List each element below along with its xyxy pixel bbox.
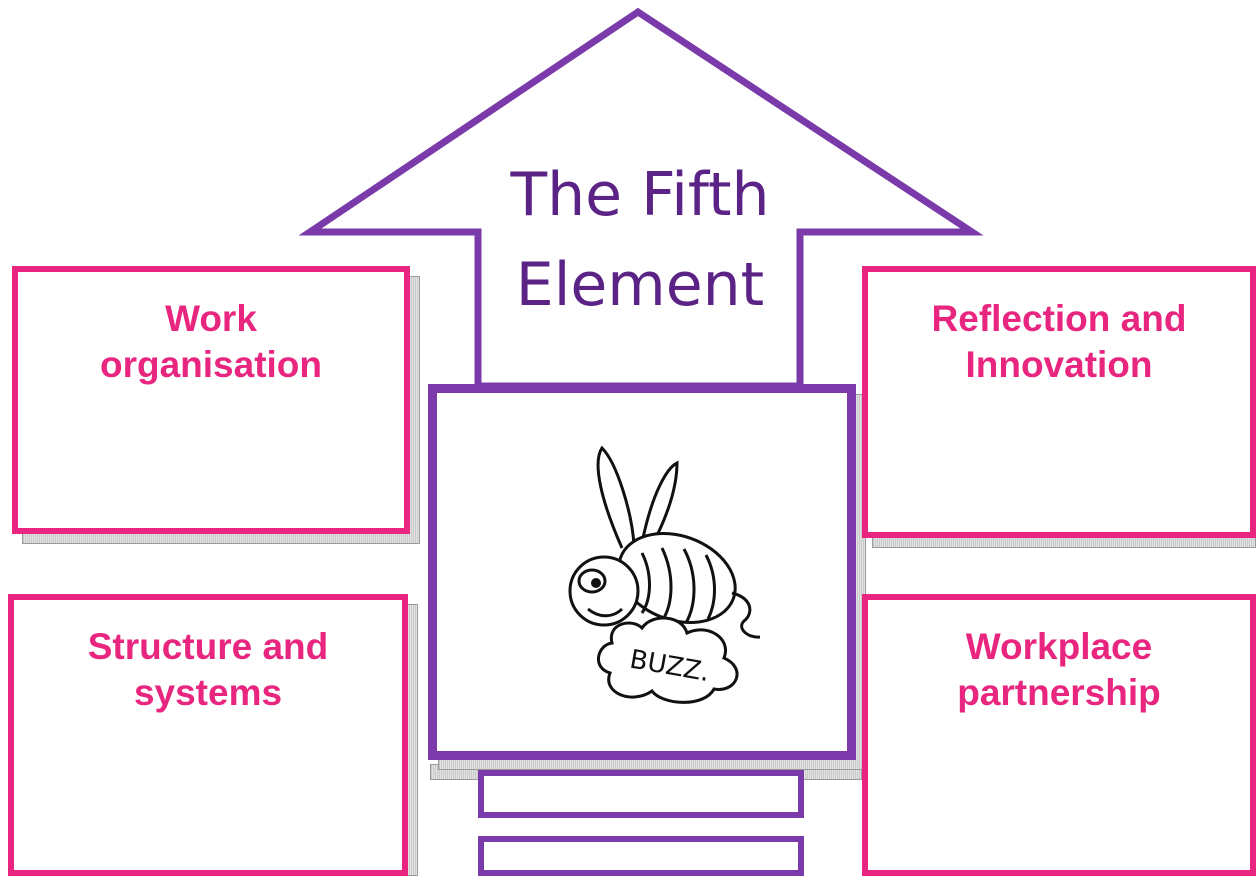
label-line: Reflection and xyxy=(931,298,1187,339)
arrow-title: The Fifth Element xyxy=(480,150,800,330)
label-line: Structure and xyxy=(87,626,329,667)
box-structure-systems: Structure and systems xyxy=(8,594,408,876)
label-line: organisation xyxy=(99,344,323,385)
box-work-organisation-label: Work organisation xyxy=(100,296,322,388)
bee-icon: BUZZ. xyxy=(568,445,761,704)
arrow-title-line2: Element xyxy=(515,250,765,320)
center-box: BUZZ. xyxy=(428,384,856,760)
box-workplace-partnership: Workplace partnership xyxy=(862,594,1256,876)
stem-bar-1 xyxy=(478,770,804,818)
label-line: Innovation xyxy=(965,344,1153,385)
label-line: systems xyxy=(133,672,283,713)
box-structure-systems-label: Structure and systems xyxy=(88,624,329,716)
stem-bar-2 xyxy=(478,836,804,876)
box-workplace-partnership-label: Workplace partnership xyxy=(957,624,1161,716)
label-line: Workplace xyxy=(965,626,1153,667)
label-line: Work xyxy=(165,298,257,339)
arrow-title-line1: The Fifth xyxy=(510,160,770,230)
box-reflection-innovation: Reflection and Innovation xyxy=(862,266,1256,538)
label-line: partnership xyxy=(957,672,1161,713)
box-reflection-innovation-label: Reflection and Innovation xyxy=(932,296,1187,388)
box-work-organisation: Work organisation xyxy=(12,266,410,534)
